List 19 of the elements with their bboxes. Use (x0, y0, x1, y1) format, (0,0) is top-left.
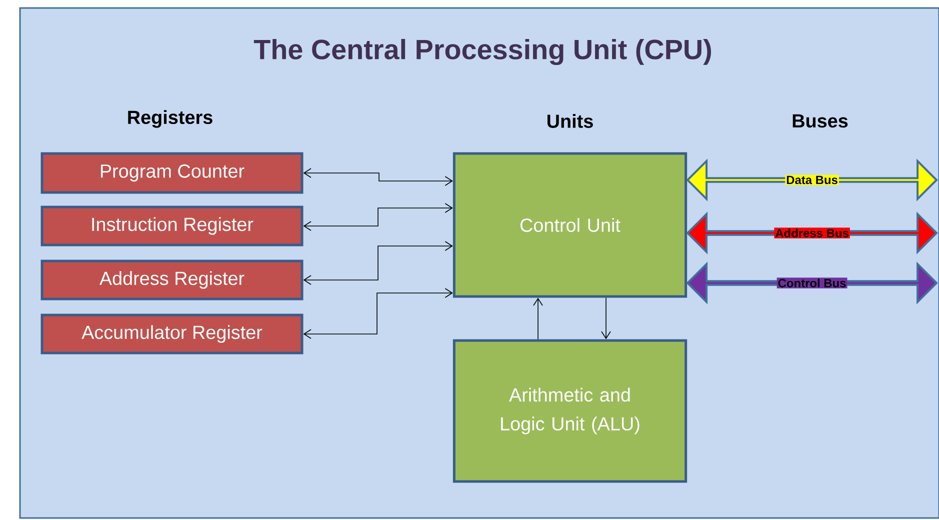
arrow (303, 288, 453, 339)
unit-box: Control Unit (452, 152, 688, 298)
edge-label: Data Bus (785, 174, 839, 186)
unit-box: Arithmetic and Logic Unit (ALU) (452, 339, 688, 483)
title: The Central Processing Unit (CPU) (254, 38, 711, 66)
register-box: Instruction Register (40, 206, 304, 246)
arrow (303, 203, 453, 231)
edge-label: Address Bus (774, 228, 850, 238)
column-heading: Units (547, 114, 593, 128)
arrow (601, 297, 611, 340)
arrow (303, 168, 453, 186)
edge-label: Control Bus (776, 278, 848, 288)
register-box: Address Register (40, 260, 304, 300)
arrow (303, 241, 453, 285)
register-box: Program Counter (40, 152, 304, 194)
column-heading: Registers (128, 110, 212, 128)
register-box: Accumulator Register (40, 314, 304, 354)
column-heading: Buses (792, 114, 848, 128)
arrow (533, 298, 543, 340)
